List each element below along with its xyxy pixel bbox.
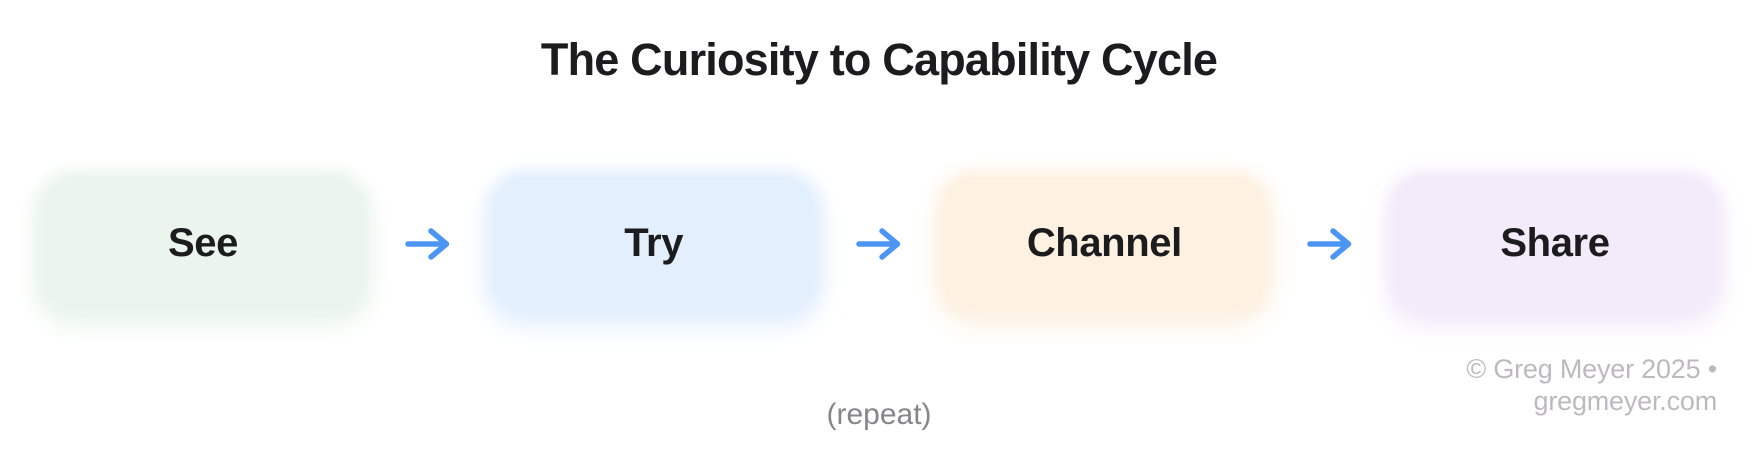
step-share-label: Share [1500,221,1610,265]
flow-row: See Try Channel Shar [43,177,1715,310]
step-try-label: Try [624,221,684,265]
step-see: See [43,177,363,310]
footer-credit-line-2: gregmeyer.com [1533,386,1718,416]
footer-credit-line-1: © Greg Meyer 2025 • [1466,354,1717,384]
arrow-right-icon [404,225,452,263]
repeat-note: (repeat) [826,398,932,431]
arrow-right-icon [855,225,903,263]
arrow-right-icon [1306,225,1354,263]
step-channel-label: Channel [1026,221,1182,265]
footer-credit: © Greg Meyer 2025 • gregmeyer.com [1466,353,1717,417]
step-channel: Channel [944,177,1265,310]
step-see-label: See [168,221,238,265]
page-title: The Curiosity to Capability Cycle [540,34,1218,85]
step-share: Share [1394,177,1715,310]
step-try: Try [493,177,814,310]
